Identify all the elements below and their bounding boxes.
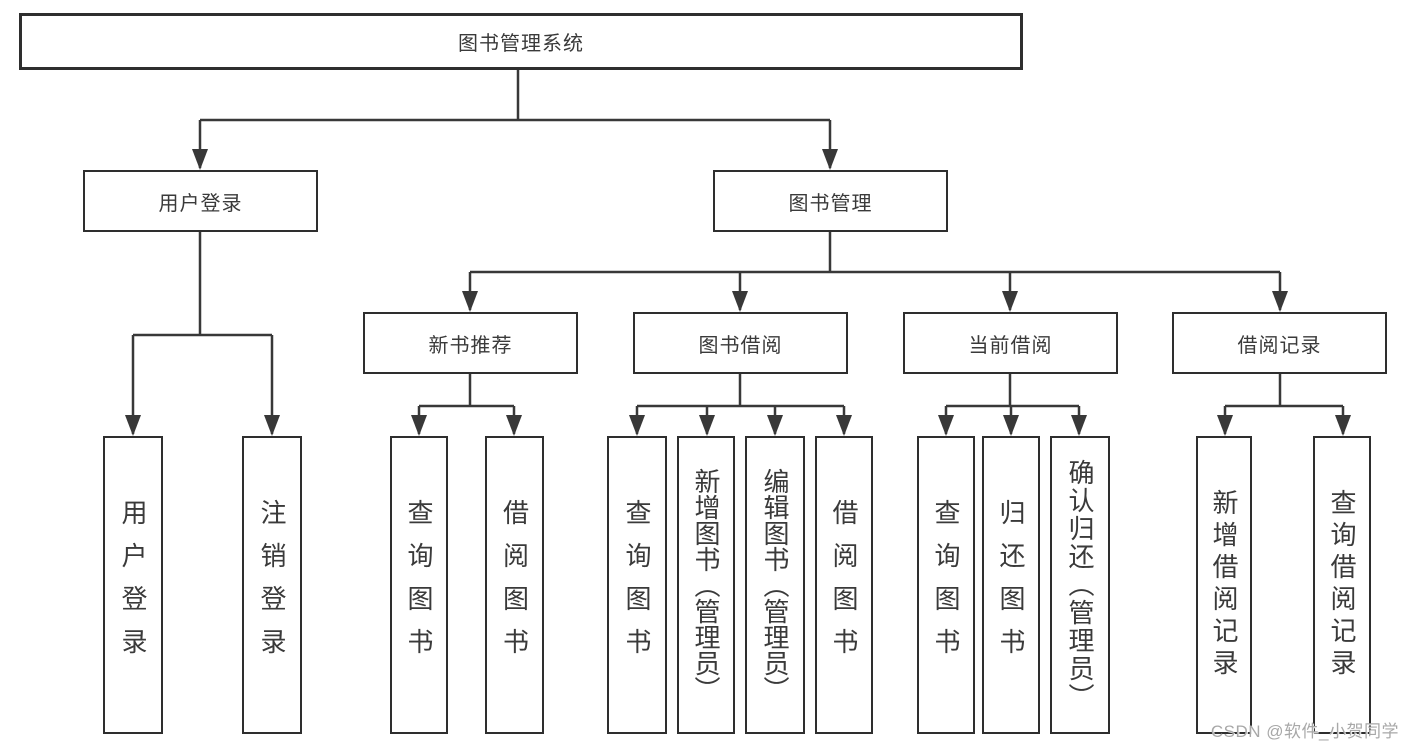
node-label: 图书管理系统 — [458, 33, 584, 55]
connector-book-management-to-level3 — [468, 232, 1282, 310]
node-label: 当前借阅 — [968, 334, 1053, 357]
leaf-query-books-recommend: 查询图书 — [390, 436, 448, 734]
arrow-down-icon — [1071, 415, 1087, 436]
node-label: 用户登录 — [158, 192, 243, 215]
node-label: 用户登录 — [118, 499, 148, 671]
node-label: 图书借阅 — [698, 334, 783, 357]
connector-new-book-to-leaves — [417, 374, 516, 434]
leaf-add-book-admin: 新增图书（管理员） — [677, 436, 735, 734]
node-label: 编辑图书（管理员） — [760, 468, 790, 702]
node-label: 新增借阅记录 — [1209, 489, 1239, 681]
arrow-down-icon — [264, 415, 280, 436]
node-label: 借阅图书 — [829, 499, 859, 671]
leaf-return-book: 归还图书 — [982, 436, 1040, 734]
leaf-query-books-borrow: 查询图书 — [607, 436, 667, 734]
arrow-down-icon — [629, 415, 645, 436]
arrow-down-icon — [192, 149, 208, 170]
arrow-down-icon — [822, 149, 838, 170]
arrow-down-icon — [462, 291, 478, 312]
node-user-login: 用户登录 — [83, 170, 318, 232]
node-label: 查询借阅记录 — [1327, 489, 1357, 681]
node-label: 借阅记录 — [1237, 334, 1322, 357]
leaf-borrow-books: 借阅图书 — [815, 436, 873, 734]
arrow-down-icon — [1002, 291, 1018, 312]
connector-user-login-to-leaves — [131, 232, 274, 434]
node-label: 查询图书 — [622, 499, 652, 671]
arrow-down-icon — [699, 415, 715, 436]
leaf-query-books-current: 查询图书 — [917, 436, 975, 734]
arrow-down-icon — [1272, 291, 1288, 312]
leaf-borrow-books-recommend: 借阅图书 — [485, 436, 544, 734]
node-label: 注销登录 — [257, 499, 287, 671]
node-label: 借阅图书 — [499, 499, 530, 671]
node-library-management-system: 图书管理系统 — [19, 13, 1023, 70]
node-label: 查询图书 — [931, 499, 961, 671]
arrow-down-icon — [125, 415, 141, 436]
node-label: 图书管理 — [788, 192, 873, 215]
connector-book-borrow-to-leaves — [635, 374, 846, 434]
arrow-down-icon — [506, 415, 522, 436]
leaf-logout: 注销登录 — [242, 436, 302, 734]
arrow-down-icon — [1217, 415, 1233, 436]
node-label: 新书推荐 — [428, 334, 513, 357]
leaf-user-login: 用户登录 — [103, 436, 163, 734]
node-current-borrow: 当前借阅 — [903, 312, 1118, 374]
leaf-query-borrow-record: 查询借阅记录 — [1313, 436, 1371, 734]
connector-borrow-record-to-leaves — [1223, 374, 1345, 434]
arrow-down-icon — [767, 415, 783, 436]
node-book-management: 图书管理 — [713, 170, 948, 232]
node-book-borrow: 图书借阅 — [633, 312, 848, 374]
leaf-edit-book-admin: 编辑图书（管理员） — [745, 436, 805, 734]
connector-current-borrow-to-leaves — [944, 374, 1081, 434]
arrow-down-icon — [836, 415, 852, 436]
node-borrow-records: 借阅记录 — [1172, 312, 1387, 374]
node-new-book-recommend: 新书推荐 — [363, 312, 578, 374]
node-label: 归还图书 — [996, 499, 1026, 671]
leaf-add-borrow-record: 新增借阅记录 — [1196, 436, 1252, 734]
node-label: 新增图书（管理员） — [691, 468, 721, 702]
arrow-down-icon — [732, 291, 748, 312]
arrow-down-icon — [938, 415, 954, 436]
arrow-down-icon — [1335, 415, 1351, 436]
watermark-text: CSDN @软件_小贺同学 — [1210, 722, 1399, 741]
arrow-down-icon — [1003, 415, 1019, 436]
node-label: 查询图书 — [404, 499, 434, 671]
arrow-down-icon — [411, 415, 427, 436]
leaf-confirm-return-admin: 确认归还（管理员） — [1050, 436, 1110, 734]
node-label: 确认归还（管理员） — [1065, 459, 1095, 711]
connector-root-to-level2 — [198, 70, 832, 168]
